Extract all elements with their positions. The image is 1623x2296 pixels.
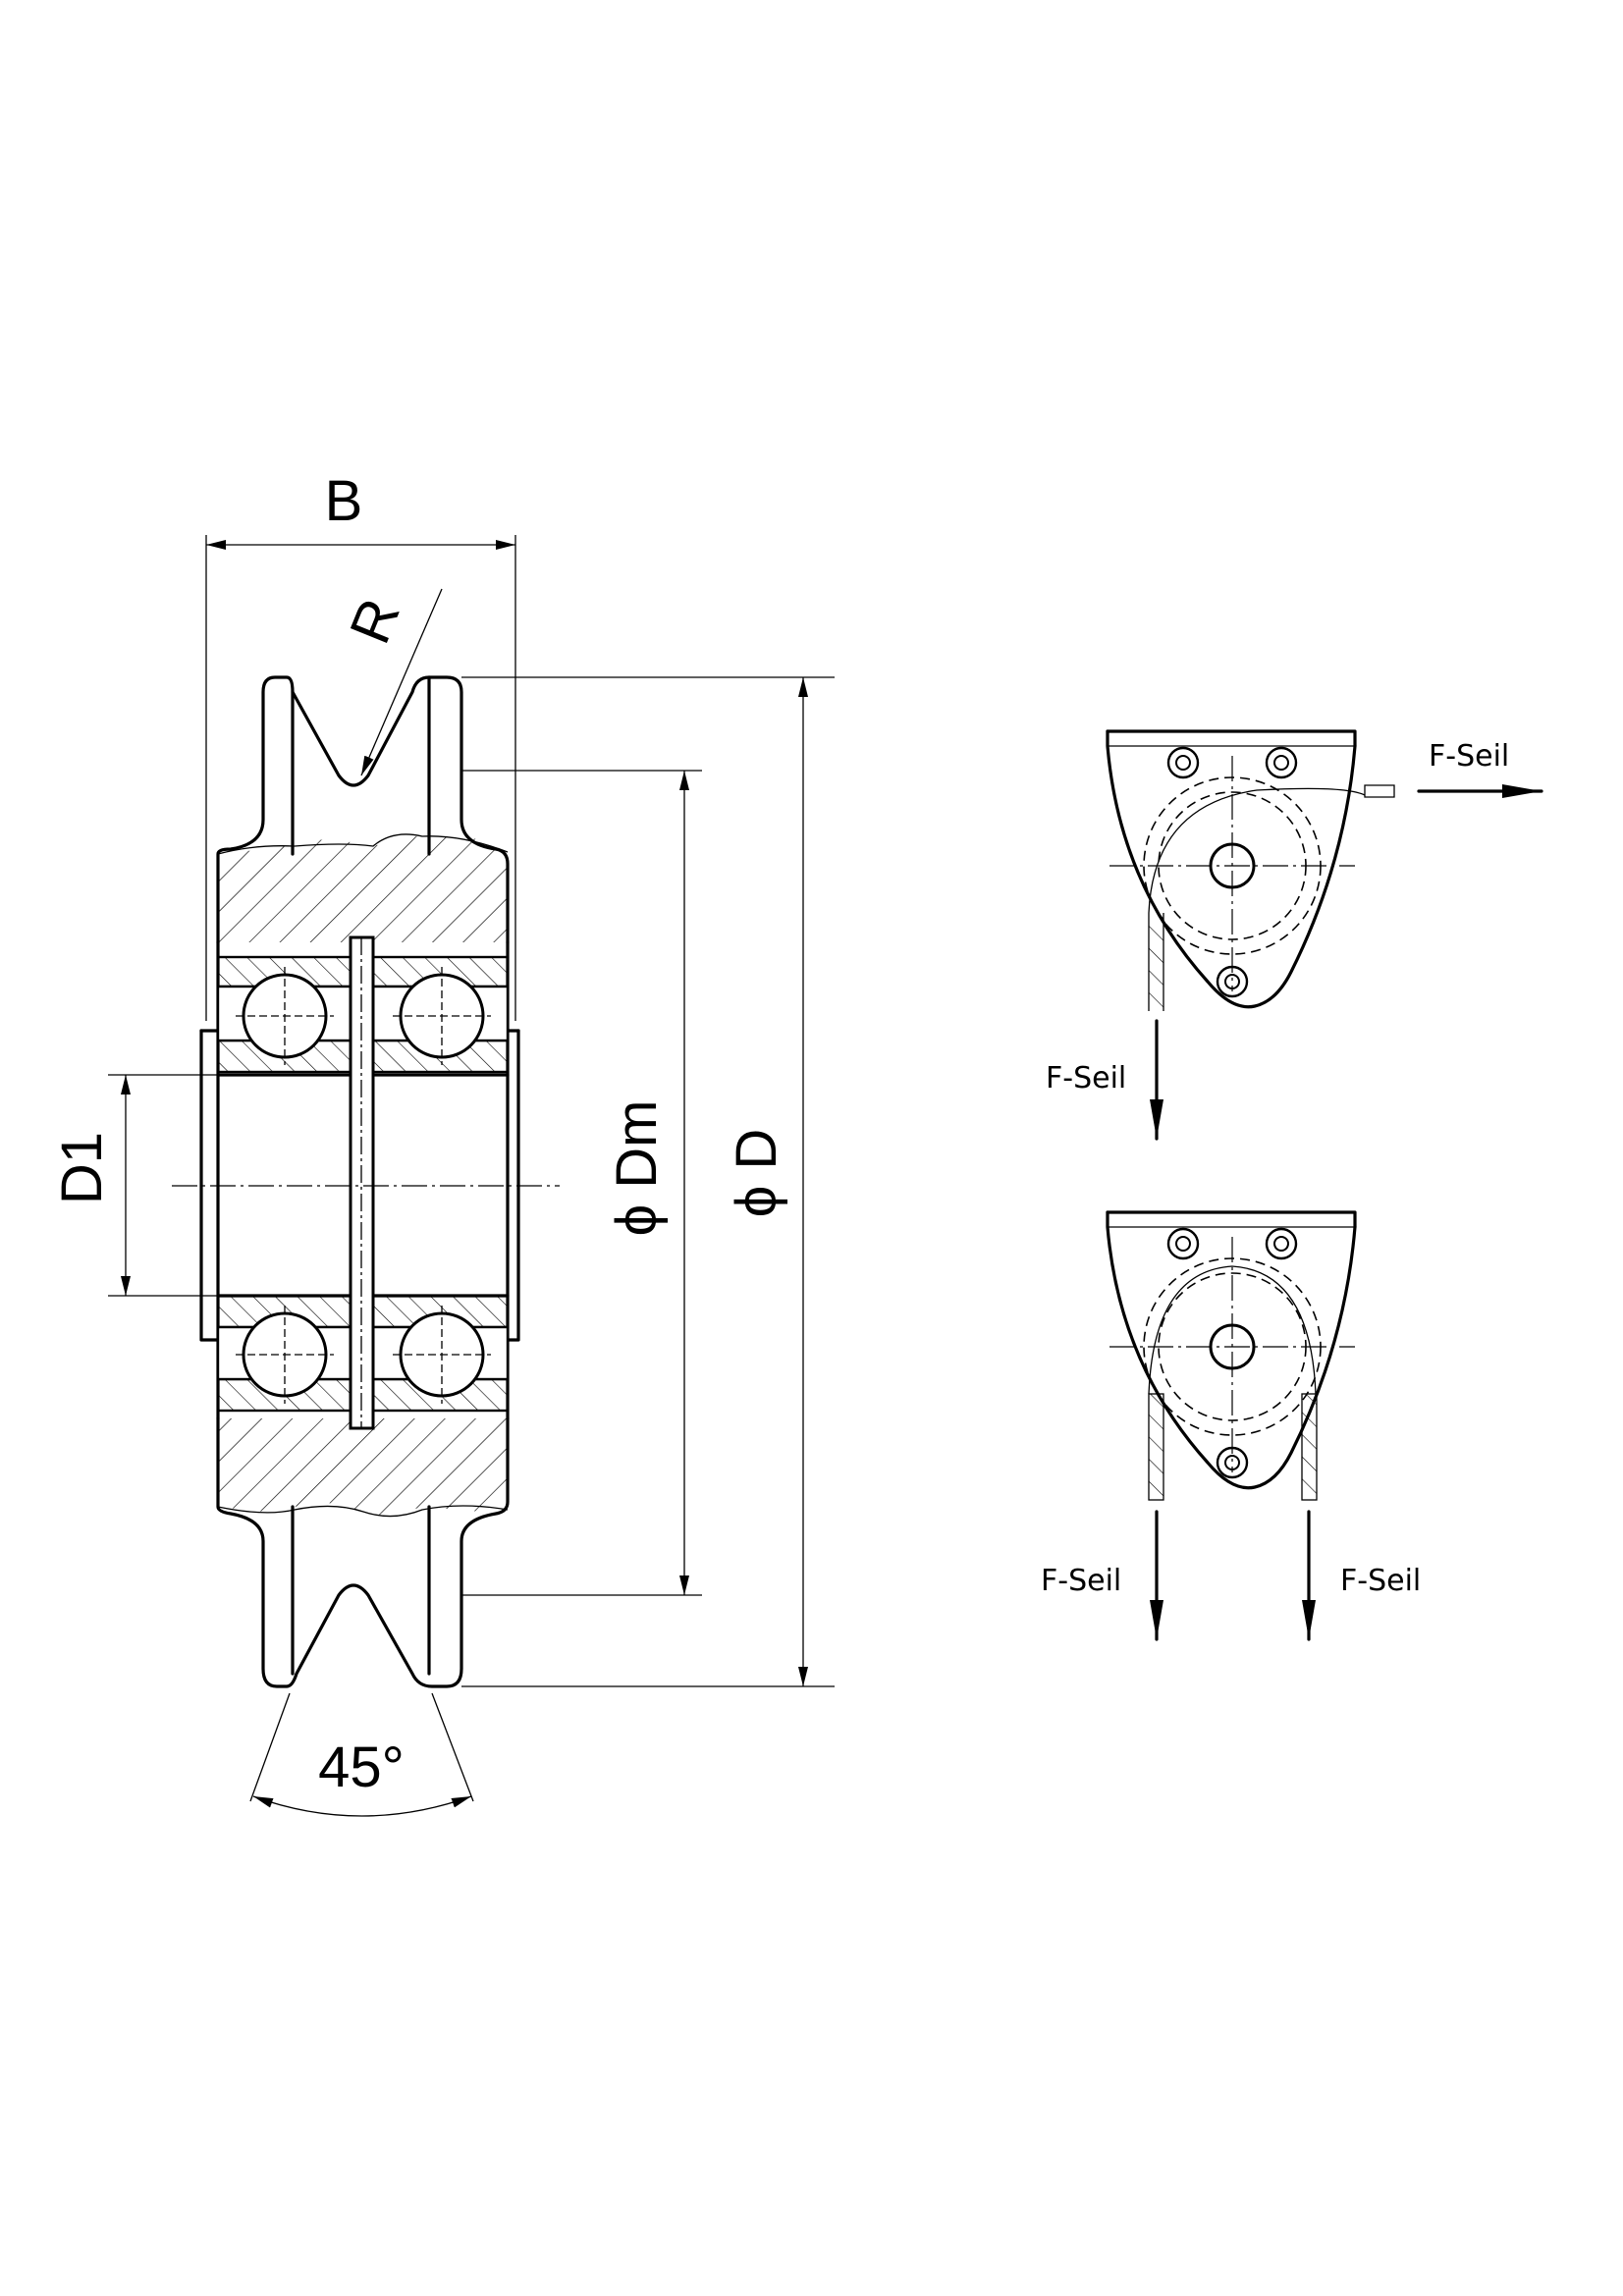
label-fseil-top-right: F-Seil [1429,739,1509,774]
label-R: R [338,590,412,652]
label-Dm: ϕ Dm [605,1100,669,1237]
flange-upper-left [216,675,510,944]
dimensions: B R D1 ϕ Dm ϕ D 45° [50,469,808,1817]
label-D: ϕ D [725,1129,788,1217]
label-fseil-top-down: F-Seil [1046,1061,1126,1095]
screw-icon [1166,1227,1298,1479]
label-fseil-bottom-right: F-Seil [1340,1564,1421,1598]
sheave-section [172,675,835,1688]
hub-upper-hatch [218,834,508,942]
hub-lower-hatch [218,1418,508,1517]
block-view-bottom: F-Seil F-Seil [1041,1210,1421,1641]
label-fseil-bottom-left: F-Seil [1041,1564,1121,1598]
screw-icon [1166,746,1298,998]
flange-lower [216,1416,510,1688]
label-B: B [325,469,363,533]
label-45deg: 45° [318,1735,405,1799]
label-D1: D1 [50,1132,114,1204]
block-view-top: F-Seil F-Seil [1046,729,1543,1141]
